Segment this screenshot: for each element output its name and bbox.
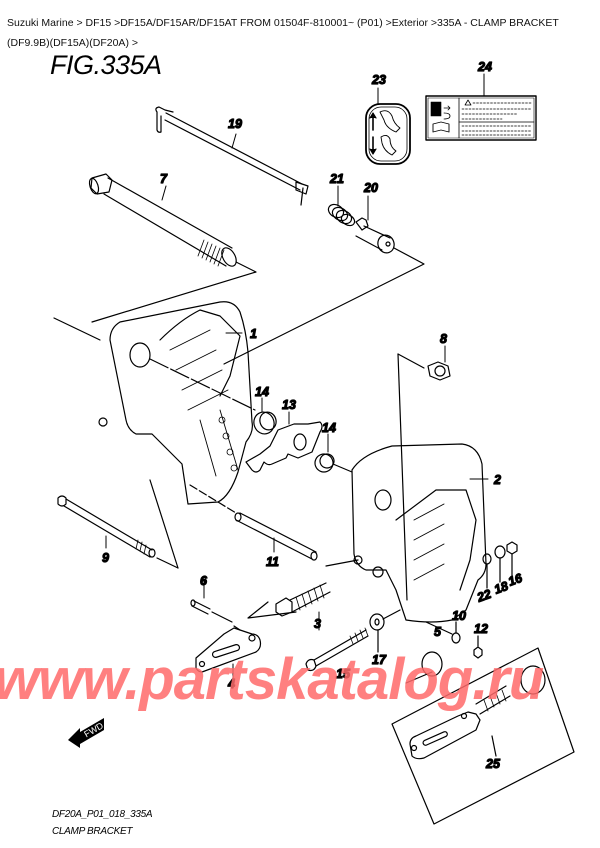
part-15-bolt[interactable] (305, 627, 369, 672)
figure-code: DF20A_P01_018_335A (52, 809, 153, 820)
callout-19[interactable]: 19 (227, 116, 242, 131)
callout-24[interactable]: 24 (476, 59, 492, 74)
breadcrumb-line-2[interactable]: (DF9.9B)(DF15A)(DF20A) > (7, 37, 138, 49)
part-14-bushing-b[interactable] (312, 451, 353, 474)
part-10-washer[interactable] (451, 621, 461, 644)
part-11-shaft[interactable] (189, 484, 318, 561)
part-12-nut[interactable] (473, 635, 483, 659)
fwd-arrow-icon: FWD (68, 718, 105, 748)
figure-title: FIG.335A (50, 50, 162, 80)
callout-14b[interactable]: 14 (321, 420, 336, 435)
part-23-tilt-decal[interactable] (365, 103, 411, 165)
callout-22[interactable]: 22 (474, 586, 494, 605)
part-18-washer[interactable] (494, 545, 506, 583)
callout-12[interactable]: 12 (473, 621, 488, 636)
part-22-washer[interactable] (482, 553, 492, 589)
callout-9[interactable]: 9 (101, 550, 109, 565)
part-19-tilt-rod[interactable] (155, 106, 309, 206)
part-17-washer[interactable] (369, 609, 401, 653)
callout-25[interactable]: 25 (484, 756, 501, 771)
part-7-tilt-tube[interactable] (53, 173, 257, 341)
callout-2[interactable]: 2 (492, 472, 501, 487)
callout-5[interactable]: 5 (433, 624, 442, 639)
part-21-spring[interactable] (326, 202, 356, 228)
callout-20[interactable]: 20 (362, 180, 378, 195)
callout-16[interactable]: 16 (506, 570, 526, 589)
part-6-pin[interactable] (190, 599, 233, 623)
callout-15[interactable]: 15 (335, 666, 351, 681)
callout-21[interactable]: 21 (328, 171, 344, 186)
figure-footer: DF20A_P01_018_335A CLAMP BRACKET (52, 806, 153, 840)
breadcrumb-line-1[interactable]: Suzuki Marine > DF15 >DF15A/DF15AR/DF15A… (7, 17, 559, 29)
part-20-plunger[interactable] (223, 217, 425, 365)
part-1-clamp-bracket-port[interactable] (98, 301, 256, 505)
callout-18[interactable]: 18 (492, 578, 511, 597)
callout-10[interactable]: 10 (451, 608, 466, 623)
callout-17[interactable]: 17 (371, 652, 387, 667)
part-8-nut[interactable] (397, 353, 451, 601)
part-25-thrust-rod-assy[interactable] (391, 647, 575, 825)
callout-6[interactable]: 6 (199, 573, 208, 588)
callout-1[interactable]: 1 (249, 326, 257, 341)
part-13-tilt-lever[interactable] (245, 421, 323, 473)
callout-23[interactable]: 23 (370, 72, 386, 87)
part-3-adjusting-rod[interactable] (247, 582, 331, 619)
part-5-bolt[interactable] (405, 621, 453, 684)
figure-caption: CLAMP BRACKET (52, 826, 133, 837)
part-2-clamp-bracket-starboard[interactable] (325, 443, 487, 623)
part-4-thrust-rod[interactable] (195, 625, 262, 673)
part-16-nut[interactable] (506, 541, 518, 577)
callout-11[interactable]: 11 (265, 554, 279, 569)
callout-7[interactable]: 7 (159, 171, 168, 186)
callout-8[interactable]: 8 (439, 331, 447, 346)
callout-13[interactable]: 13 (281, 397, 296, 412)
breadcrumb: Suzuki Marine > DF15 >DF15A/DF15AR/DF15A… (7, 13, 597, 53)
part-24-warning-label[interactable] (425, 95, 537, 141)
watermark: www.partskatalog.ru (0, 647, 544, 712)
part-14-bushing-a[interactable] (251, 409, 279, 437)
callout-3[interactable]: 3 (313, 616, 321, 631)
part-9-bolt[interactable] (57, 479, 179, 569)
callout-14a[interactable]: 14 (254, 384, 269, 399)
callout-4[interactable]: 4 (226, 676, 235, 691)
